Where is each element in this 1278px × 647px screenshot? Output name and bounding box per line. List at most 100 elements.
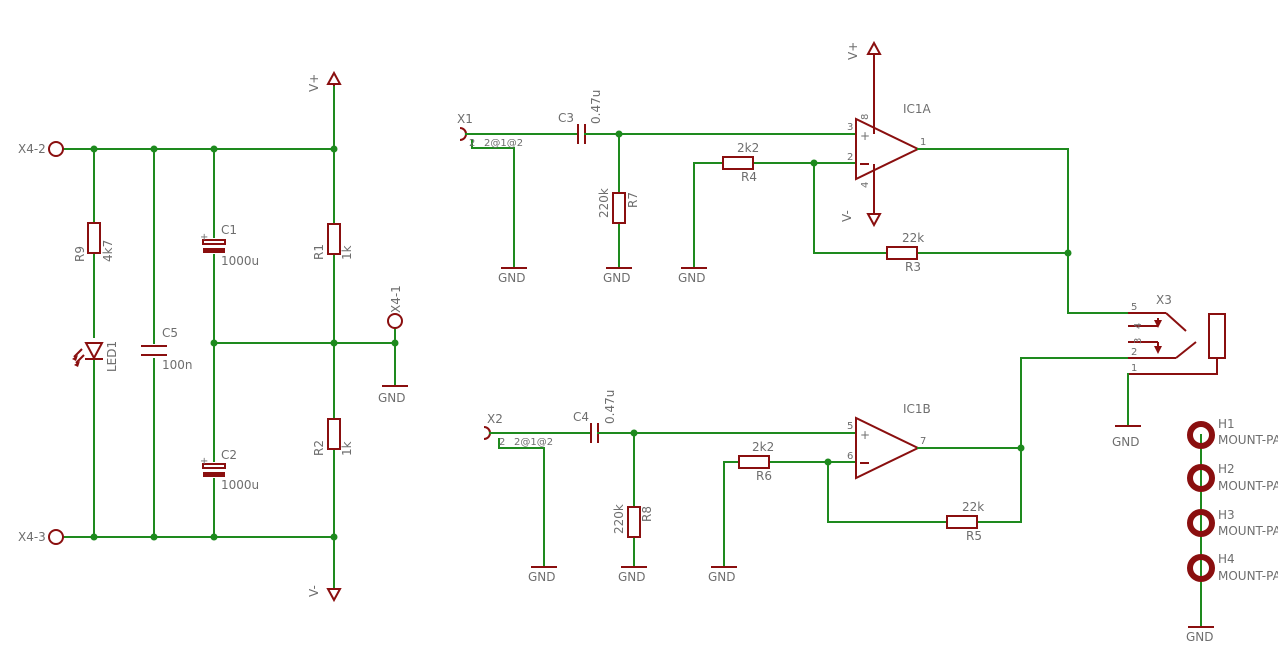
- junction: [330, 533, 338, 541]
- r4-resistor: [722, 156, 754, 170]
- ic1a-plus: +: [860, 129, 870, 143]
- led1-label: LED1: [105, 341, 119, 372]
- ic1a-pin-1: 1: [920, 137, 926, 148]
- r7-label: R7: [626, 192, 640, 208]
- r5-label: R5: [966, 529, 982, 543]
- led1-diode: [72, 338, 104, 367]
- c2-value: 1000u: [221, 478, 259, 492]
- ic1b-pin-6: 6: [847, 451, 853, 462]
- junction: [210, 145, 218, 153]
- junction: [810, 159, 818, 167]
- r9-label: R9: [73, 246, 87, 262]
- r2-label: R2: [312, 440, 326, 456]
- r2-resistor: [327, 418, 341, 450]
- r6-label: R6: [756, 469, 772, 483]
- h1-value: MOUNT-PAD-ROUND3.2: [1218, 433, 1278, 447]
- x3-spring-5: [1165, 312, 1187, 332]
- x2-pin-label: 2@1@2: [514, 437, 553, 448]
- gnd-label-7: GND: [708, 570, 736, 584]
- r4-value: 2k2: [737, 141, 759, 155]
- h1-label: H1: [1218, 417, 1235, 431]
- junction: [330, 339, 338, 347]
- ic1a-pin-4: 4: [860, 182, 871, 188]
- junction: [90, 533, 98, 541]
- c5-label: C5: [162, 326, 178, 340]
- h3-value: MOUNT-PAD-ROUND3.2: [1218, 524, 1278, 538]
- junction: [330, 145, 338, 153]
- c4-value: 0.47u: [603, 390, 617, 424]
- x3-contact-1: [1128, 358, 1218, 375]
- gnd-label-1: GND: [378, 391, 406, 405]
- r1-value: 1k: [340, 245, 354, 260]
- x3-jack-body: [1208, 313, 1226, 359]
- r9-value: 4k7: [101, 240, 115, 262]
- h4-label: H4: [1218, 552, 1235, 566]
- led1-ray-head-1: [72, 355, 78, 361]
- r3-resistor: [886, 246, 918, 260]
- c4-label: C4: [573, 410, 589, 424]
- c1-plate-pos: [202, 239, 226, 245]
- junction: [150, 145, 158, 153]
- ic1b-output-wire: [917, 357, 1131, 449]
- c5-value: 100n: [162, 358, 193, 372]
- ic1a-label: IC1A: [903, 102, 932, 116]
- gnd-label-5: GND: [528, 570, 556, 584]
- x4-2-terminal: [48, 141, 64, 157]
- ic1b-plus: +: [860, 428, 870, 442]
- r1-label: R1: [312, 244, 326, 260]
- x1-pin-2: 2: [469, 138, 475, 149]
- h3-pad: [1187, 509, 1215, 537]
- junction: [630, 429, 638, 437]
- x3-pin-1: 1: [1131, 363, 1137, 374]
- gnd-label-9: GND: [1186, 630, 1214, 644]
- vplus-arrow-2: [866, 40, 882, 55]
- x3-pin-5: 5: [1131, 302, 1137, 313]
- junction: [1017, 444, 1025, 452]
- junction: [615, 130, 623, 138]
- x2-pin-2: 2: [499, 437, 505, 448]
- junction: [210, 533, 218, 541]
- junction: [210, 339, 218, 347]
- r4-label: R4: [741, 170, 757, 184]
- ic1a-pin-8: 8: [860, 114, 871, 120]
- channel-b-section: X2 2 2@1@2 GND C4 0.47u 220k R8 GND 2k2 …: [483, 357, 1131, 584]
- c3-value: 0.47u: [589, 90, 603, 124]
- x4-3-terminal: [48, 529, 64, 545]
- r7-resistor: [612, 192, 626, 224]
- gnd-label-3: GND: [603, 271, 631, 285]
- ic1b-opamp: [855, 416, 921, 480]
- gnd-label-6: GND: [618, 570, 646, 584]
- h2-label: H2: [1218, 462, 1235, 476]
- led1-triangle: [84, 342, 104, 361]
- x2-label: X2: [487, 412, 503, 426]
- h2-value: MOUNT-PAD-ROUND3.2: [1218, 479, 1278, 493]
- junction: [90, 145, 98, 153]
- vminus-arrow-2: [866, 213, 882, 228]
- vplus-label-1: V+: [307, 74, 321, 92]
- led1-ray-head-2: [74, 361, 80, 367]
- junction: [1064, 249, 1072, 257]
- ic1b-pin-5: 5: [847, 421, 853, 432]
- ic1b-pin-7: 7: [920, 436, 926, 447]
- c2-label: C2: [221, 448, 237, 462]
- x1-ground-wire: [471, 139, 515, 269]
- c2-polarity: +: [200, 456, 208, 467]
- r3-value: 22k: [902, 231, 924, 245]
- x1-label: X1: [457, 112, 473, 126]
- led1-ray-1: [73, 348, 83, 358]
- r5-value: 22k: [962, 500, 984, 514]
- h3-label: H3: [1218, 508, 1235, 522]
- c2-plate-pos: [202, 463, 226, 469]
- r9-resistor: [87, 222, 101, 254]
- h2-pad: [1187, 464, 1215, 492]
- h4-pad: [1187, 554, 1215, 582]
- gnd-label-2: GND: [498, 271, 526, 285]
- x3-pin-4: 4: [1133, 323, 1144, 329]
- r6-value: 2k2: [752, 440, 774, 454]
- r8-value: 220k: [612, 504, 626, 534]
- r4-wire: [693, 162, 857, 269]
- mounting-holes: H1 MOUNT-PAD-ROUND3.2 H2 MOUNT-PAD-ROUND…: [1186, 417, 1278, 644]
- r7-value: 220k: [597, 188, 611, 218]
- c1-value: 1000u: [221, 254, 259, 268]
